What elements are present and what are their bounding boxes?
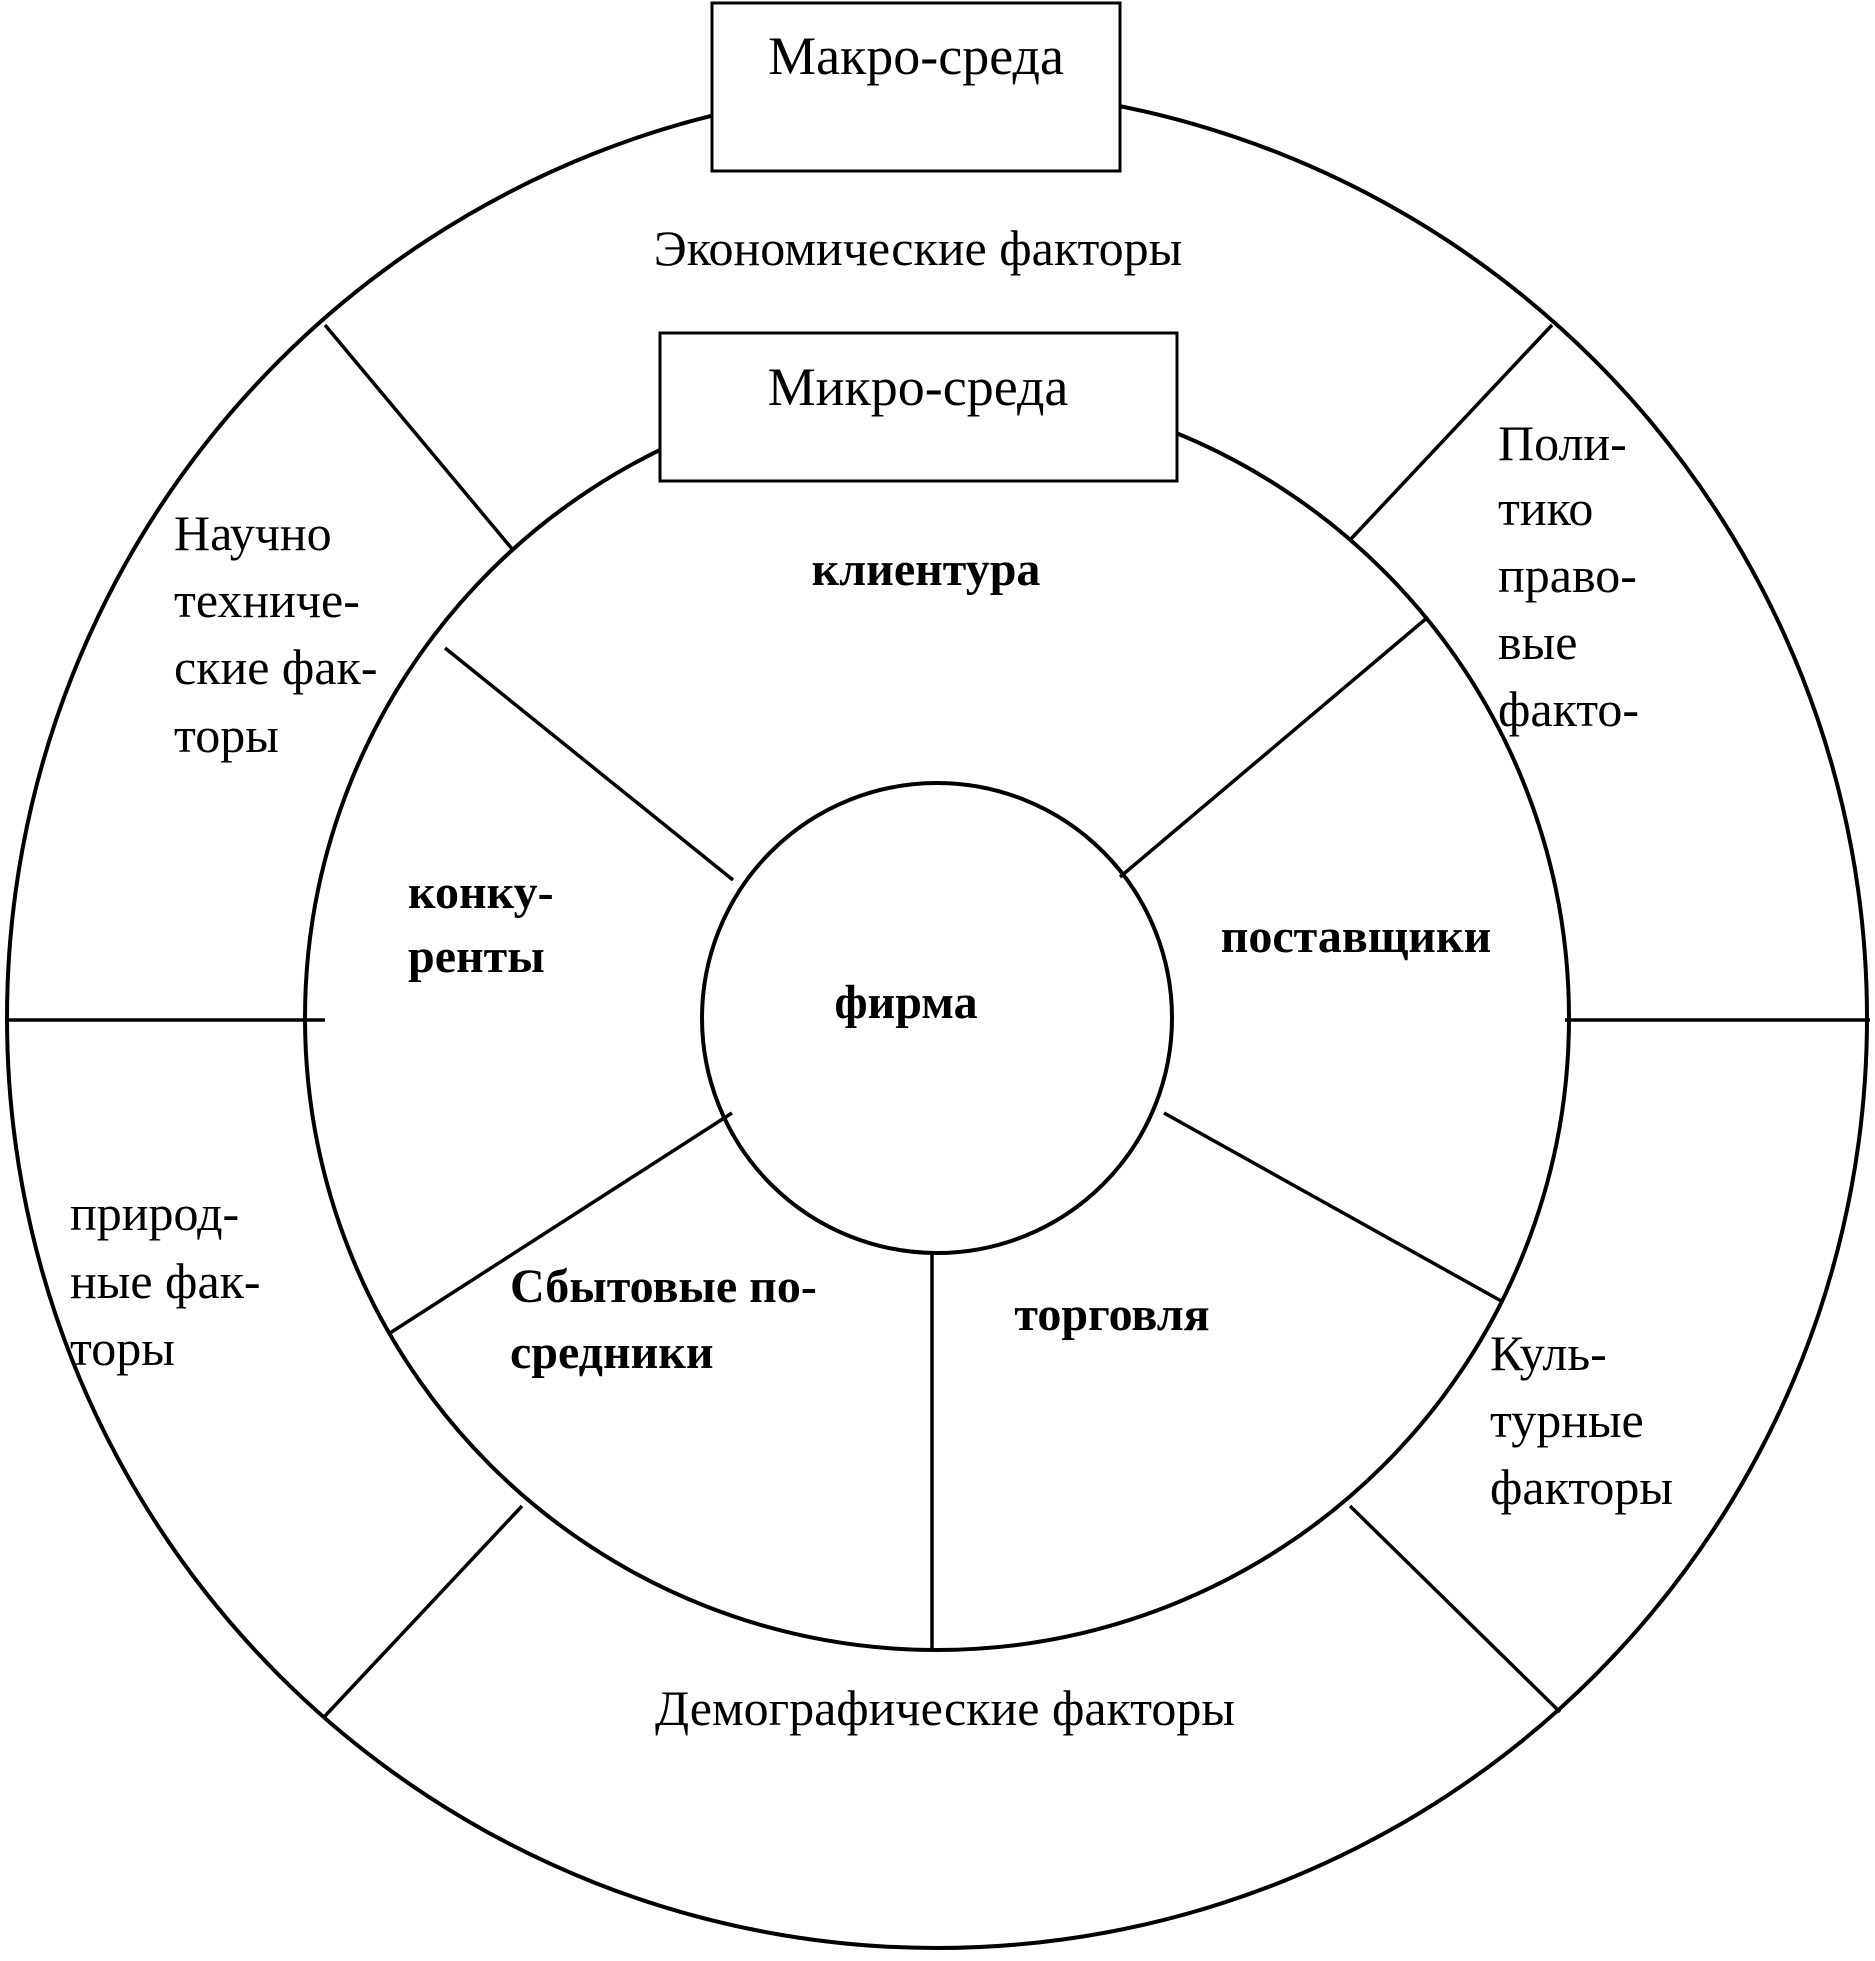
economic-factors-label: Экономические факторы <box>654 220 1183 276</box>
competitors-label: конку- ренты <box>408 866 566 983</box>
macro-title-box <box>710 1 1122 173</box>
macro-divider-upper-right <box>1348 323 1554 542</box>
sales-intermediaries-label: Сбытовые по- средники <box>510 1260 829 1379</box>
micro-title-box <box>658 331 1179 483</box>
micro-title: Микро-среда <box>768 357 1069 417</box>
firm-label: фирма <box>834 976 977 1029</box>
macro-divider-lower-right <box>1348 1504 1562 1714</box>
micro-divider-suppliers-trade <box>1163 1111 1504 1304</box>
firm-circle <box>700 781 1174 1255</box>
clients-label: клиентура <box>812 543 1041 596</box>
macro-divider-upper-left <box>323 323 515 552</box>
macro-divider-lower-left <box>323 1504 524 1718</box>
micro-divider-clients-suppliers <box>1118 615 1430 879</box>
micro-divider-intermediaries-competitors <box>389 1111 733 1335</box>
trade-label: торговля <box>1014 1288 1209 1341</box>
demographic-factors-label: Демографические факторы <box>655 1680 1235 1736</box>
micro-divider-competitors-clients <box>443 646 735 882</box>
scientific-technical-factors-label: Научно техниче- ские фак- торы <box>174 505 390 763</box>
macro-title: Макро-среда <box>768 26 1064 86</box>
suppliers-label: поставщики <box>1221 910 1492 963</box>
natural-factors-label: природ- ные фак- торы <box>70 1185 273 1376</box>
cultural-factors-label: Куль- турные факторы <box>1490 1325 1673 1515</box>
political-factors-label: Поли- тико право- вые факто- <box>1498 415 1649 737</box>
